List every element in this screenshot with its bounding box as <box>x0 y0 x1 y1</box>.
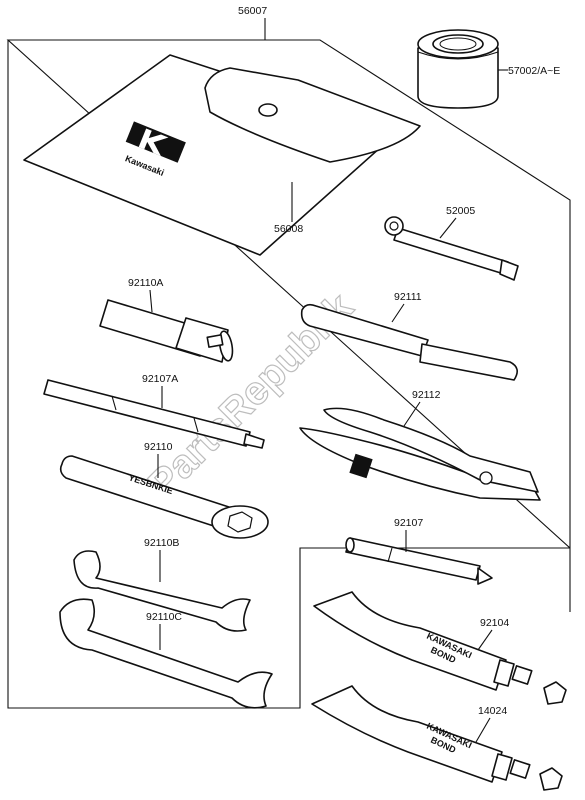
leader-92104 <box>477 629 493 651</box>
screwdriver-grip <box>300 303 518 381</box>
label-92107: 92107 <box>394 517 423 529</box>
label-92110: 92110 <box>144 441 173 453</box>
spark-plug-wrench <box>384 216 519 281</box>
leader-92110A <box>149 289 153 313</box>
label-92110C: 92110C <box>146 611 182 623</box>
bond-tube-14024: KAWASAKI BOND <box>311 685 563 791</box>
open-wrench-b <box>73 550 251 632</box>
leader-52005 <box>439 217 457 239</box>
open-wrench-c <box>59 598 273 709</box>
grease-can <box>417 29 499 109</box>
label-92110A: 92110A <box>128 277 163 289</box>
leader-92111 <box>391 303 405 323</box>
label-92111: 92111 <box>394 291 422 303</box>
label-57002: 57002/A~E <box>508 65 560 77</box>
pliers <box>299 407 541 501</box>
label-92110B: 92110B <box>144 537 179 549</box>
label-92104: 92104 <box>480 617 509 629</box>
screwdriver <box>345 537 493 585</box>
label-56008: 56008 <box>274 223 303 235</box>
double-screwdriver <box>43 379 265 449</box>
label-56007: 56007 <box>238 5 267 17</box>
label-92107A: 92107A <box>142 373 178 385</box>
tool-bag: Kawasaki <box>23 54 421 256</box>
label-92112: 92112 <box>412 389 441 401</box>
leader-92112 <box>403 401 421 427</box>
leader-14024 <box>475 717 491 743</box>
box-wrench: YESBNKIE <box>59 455 269 539</box>
label-52005: 52005 <box>446 205 475 217</box>
socket-wrench <box>99 299 234 363</box>
label-14024: 14024 <box>478 705 507 717</box>
bond-tube-92104: KAWASAKI BOND <box>313 591 567 705</box>
